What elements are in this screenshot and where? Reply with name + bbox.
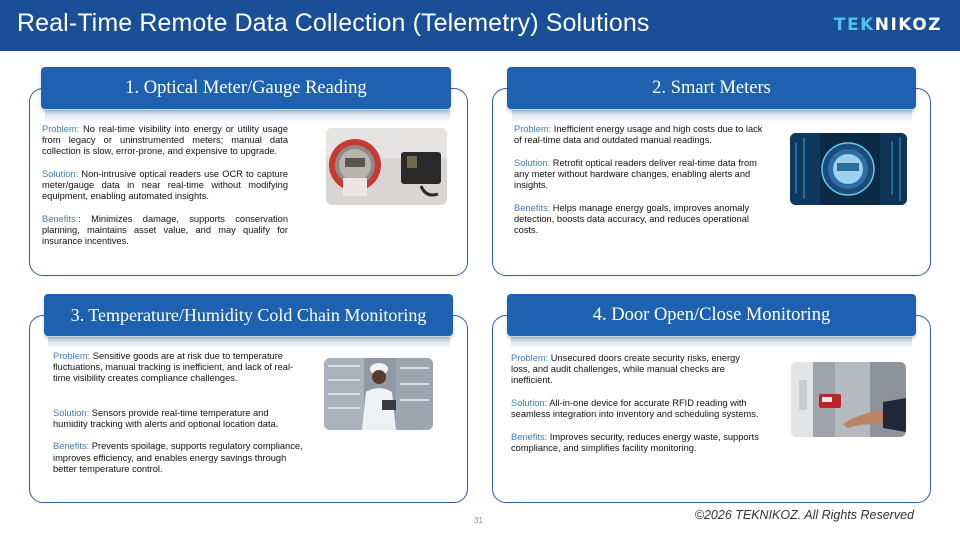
solution-text: Sensors provide real-time temperature an… [53, 407, 279, 429]
benefits-label: Benefits: [53, 441, 90, 452]
card-4-solution: Solution: All-in-one device for accurate… [511, 398, 759, 420]
ribbon-shadow [511, 337, 912, 349]
card-3-body: Problem: Sensitive goods are at risk due… [53, 351, 303, 486]
benefits-label: Benefits: [514, 202, 551, 213]
benefits-label: Benefits: [511, 431, 548, 442]
problem-text: Sensitive goods are at risk due to tempe… [53, 351, 294, 384]
card-2-body: Problem: Inefficient energy usage and hi… [514, 124, 764, 248]
card-4-body: Problem: Unsecured doors create security… [511, 353, 759, 466]
benefits-label: Benefits: [42, 214, 79, 224]
solution-label: Solution: [514, 157, 551, 168]
benefits-text: Improves security, reduces energy waste,… [511, 431, 759, 453]
problem-label: Problem: [511, 353, 549, 363]
benefits-text: : Minimizes damage, supports conservatio… [42, 214, 288, 247]
card-4-benefits: Benefits: Improves security, reduces ene… [511, 432, 759, 454]
copyright-notice: ©2026 TEKNIKOZ. All Rights Reserved [694, 508, 914, 522]
card-4-title: 4. Door Open/Close Monitoring [507, 294, 916, 336]
smart-meter-photo [790, 133, 907, 205]
solution-text: All-in-one device for accurate RFID read… [511, 398, 759, 420]
problem-text: Unsecured doors create security risks, e… [511, 353, 740, 386]
benefits-text: Prevents spoilage, supports regulatory c… [53, 441, 303, 474]
card-3-problem: Problem: Sensitive goods are at risk due… [53, 351, 303, 385]
ribbon-shadow [512, 110, 912, 122]
cold-chain-photo [324, 358, 433, 430]
card-3-title: 3. Temperature/Humidity Cold Chain Monit… [44, 294, 453, 336]
slide-title: Real-Time Remote Data Collection (Teleme… [17, 9, 650, 37]
optical-meter-photo [326, 128, 447, 205]
solution-text: Retrofit optical readers deliver real-ti… [514, 157, 757, 191]
problem-label: Problem: [42, 124, 80, 134]
card-1-benefits: Benefits:: Minimizes damage, supports co… [42, 214, 288, 248]
problem-text: Inefficient energy usage and high costs … [514, 124, 763, 146]
benefits-text: Helps manage energy goals, improves anom… [514, 202, 750, 236]
solution-label: Solution: [53, 407, 90, 418]
card-1-solution: Solution: Non-intrusive optical readers … [42, 169, 288, 203]
card-2-solution: Solution: Retrofit optical readers deliv… [514, 158, 764, 192]
door-monitor-image [791, 362, 906, 437]
card-2-problem: Problem: Inefficient energy usage and hi… [514, 124, 764, 146]
card-2-title: 2. Smart Meters [507, 67, 916, 109]
problem-label: Problem: [53, 351, 91, 361]
card-3-solution: Solution: Sensors provide real-time temp… [53, 408, 303, 430]
solution-text: Non-intrusive optical readers use OCR to… [42, 169, 288, 202]
card-3-benefits: Benefits: Prevents spoilage, supports re… [53, 441, 303, 475]
logo-part-tek: TEK [833, 15, 875, 35]
card-1-title: 1. Optical Meter/Gauge Reading [41, 67, 451, 109]
page-number: 31 [474, 516, 483, 525]
logo-part-nikoz: NIKOZ [874, 15, 942, 35]
teknikoz-logo: TEKNIKOZ [834, 15, 942, 35]
cold-chain-image [324, 358, 433, 430]
optical-meter-image [326, 128, 447, 205]
solution-label: Solution: [42, 169, 79, 179]
smart-meter-image [790, 133, 907, 205]
card-4-problem: Problem: Unsecured doors create security… [511, 353, 759, 387]
problem-text: No real-time visibility into energy or u… [42, 124, 288, 157]
ribbon-shadow [45, 110, 450, 122]
card-1-problem: Problem: No real-time visibility into en… [42, 124, 288, 158]
ribbon-shadow [48, 337, 450, 349]
problem-label: Problem: [514, 124, 552, 134]
solution-label: Solution: [511, 398, 548, 408]
card-1-body: Problem: No real-time visibility into en… [42, 124, 288, 259]
door-monitor-photo [791, 362, 906, 437]
title-bar: Real-Time Remote Data Collection (Teleme… [0, 0, 960, 51]
card-2-benefits: Benefits: Helps manage energy goals, imp… [514, 203, 764, 237]
